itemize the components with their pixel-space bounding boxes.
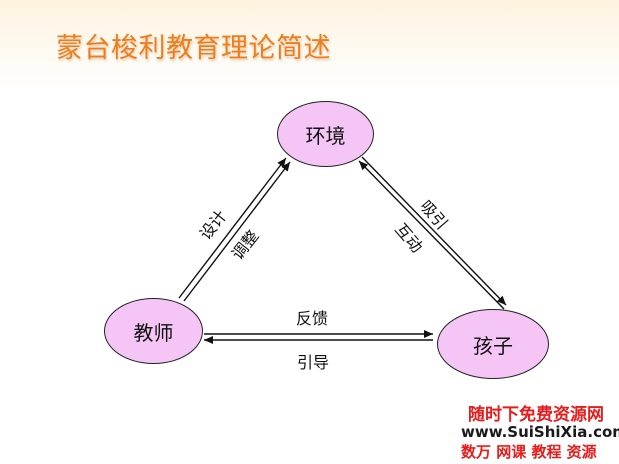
arrow-environment-to-child	[361, 156, 507, 306]
node-child: 孩子	[437, 309, 549, 379]
slide-title: 蒙台梭利教育理论简述	[56, 33, 331, 64]
title-band	[0, 0, 619, 92]
arrow-teacher-to-environment-2	[183, 161, 291, 302]
arrow-teacher-to-environment	[178, 157, 287, 299]
node-environment-label: 环境	[305, 123, 346, 148]
node-teacher-label: 教师	[133, 320, 174, 345]
edge-label-feedback: 反馈	[296, 309, 329, 328]
node-environment: 环境	[277, 101, 374, 167]
watermark-site-name: 随时下免费资源网	[468, 405, 604, 425]
watermark-tagline: 数万 网课 教程 资源	[461, 443, 597, 461]
watermark-url: www.SuiShiXia.com	[461, 423, 619, 441]
edge-label-guide: 引导	[297, 353, 330, 372]
arrow-child-to-environment	[358, 160, 505, 310]
node-teacher: 教师	[104, 298, 203, 364]
node-child-label: 孩子	[473, 333, 513, 358]
